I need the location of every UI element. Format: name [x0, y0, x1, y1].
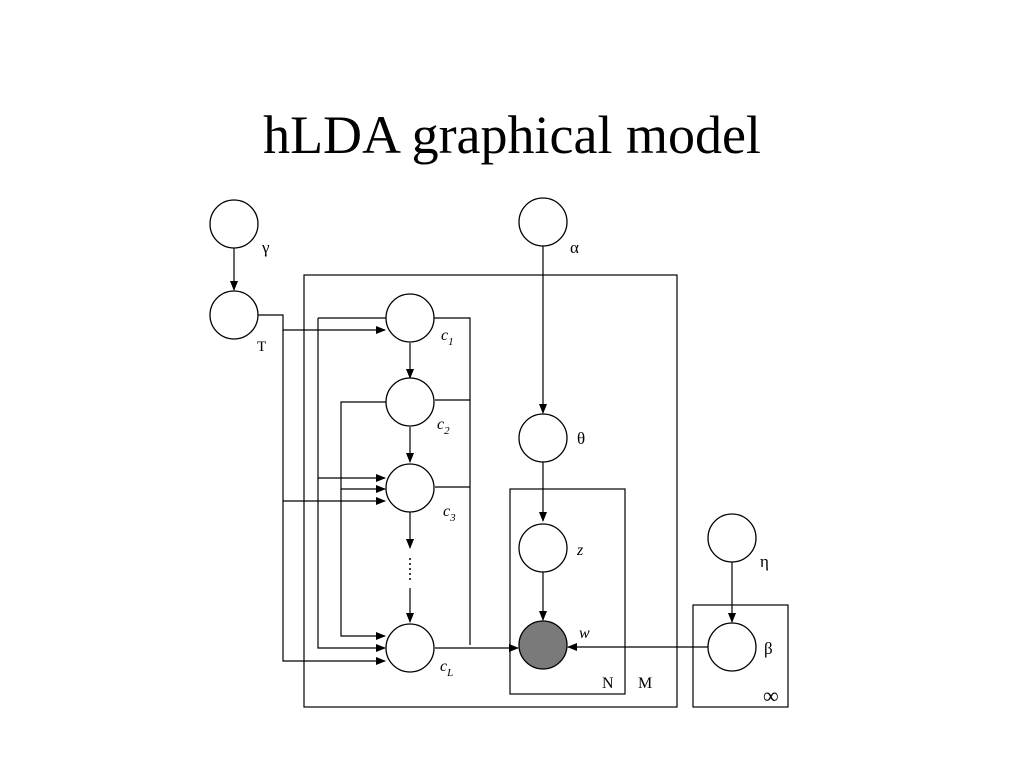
edge-T-c3 [282, 330, 386, 505]
edge-c2-cL [340, 489, 386, 640]
label-alpha: α [570, 238, 579, 257]
path-plate-lines [318, 317, 471, 645]
plate-N [509, 488, 626, 695]
plate-M [303, 274, 678, 708]
plate-label-infinity: ∞ [763, 683, 779, 708]
label-eta: η [760, 552, 769, 571]
node-c1 [385, 293, 435, 343]
label-gamma: γ [261, 238, 270, 257]
node-alpha [518, 197, 568, 247]
node-T [209, 290, 259, 340]
label-cL: cL [440, 658, 453, 679]
label-c2: c2 [437, 416, 450, 437]
node-c2 [385, 377, 435, 427]
node-z [518, 523, 568, 573]
label-theta: θ [577, 429, 585, 448]
label-T: T [257, 339, 266, 355]
edge-c1-c3 [317, 318, 386, 482]
label-w: w [579, 625, 590, 642]
node-cL [385, 623, 435, 673]
node-gamma [209, 199, 259, 249]
plate-label-N: N [602, 675, 614, 692]
plate-label-M: M [638, 675, 652, 692]
node-w-observed [518, 620, 568, 670]
node-eta [707, 513, 757, 563]
label-c3: c3 [443, 503, 456, 524]
edge-T-cL [282, 501, 386, 665]
node-theta [518, 413, 568, 463]
ellipsis-dots [409, 558, 411, 580]
label-beta: β [764, 639, 773, 658]
slide-title: hLDA graphical model [263, 105, 761, 165]
label-c1: c1 [441, 327, 454, 348]
node-c3 [385, 463, 435, 513]
label-z: z [576, 542, 584, 559]
plate-infinity [692, 604, 789, 708]
edge-c1-cL [317, 478, 386, 652]
node-beta [707, 622, 757, 672]
edge-T-c1 [258, 314, 386, 334]
edge-c2-c3 [340, 401, 386, 493]
